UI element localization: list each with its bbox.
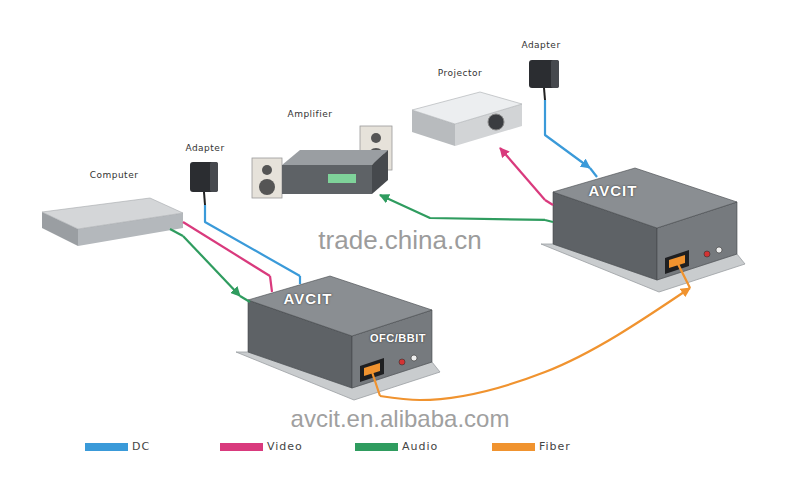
- amplifier-front: [282, 165, 372, 194]
- cable-end: [170, 229, 183, 236]
- device-label: Computer: [90, 170, 139, 181]
- device-label: Adapter: [521, 40, 560, 51]
- adapter-cord: [544, 88, 545, 100]
- legend-swatch: [85, 443, 128, 451]
- dc-line: [205, 205, 300, 276]
- adapter-body: [190, 162, 218, 192]
- legend-text: Fiber: [539, 440, 571, 453]
- video-line: [183, 222, 270, 276]
- speaker-cone: [262, 165, 272, 175]
- legend-swatch: [220, 443, 263, 451]
- adapter-side: [551, 60, 559, 88]
- speaker: [252, 158, 282, 198]
- text-slot: Amplifier: [287, 109, 332, 120]
- extender-device: [541, 168, 745, 292]
- projector-top: [412, 92, 522, 124]
- speaker-cone: [259, 179, 275, 195]
- legend-item: Fiber: [492, 440, 571, 453]
- amplifier-side: [372, 150, 388, 194]
- computer-figure: [42, 198, 183, 246]
- audio-line: [183, 236, 240, 296]
- fiber-line: [380, 288, 690, 400]
- dc-line: [545, 100, 590, 168]
- cable-end: [240, 296, 250, 302]
- legend-swatch: [492, 443, 535, 451]
- text-slot: AVCIT: [589, 182, 638, 200]
- text-slot: OFC/BBIT: [370, 332, 426, 345]
- amplifier-figure: [252, 126, 392, 198]
- adapter-cord: [204, 192, 205, 205]
- cable-end: [372, 372, 380, 396]
- adapter-body: [529, 60, 559, 88]
- device-marking: AVCIT: [284, 290, 333, 308]
- text-slot: AVCIT: [284, 290, 333, 308]
- extender-device: [236, 276, 440, 400]
- cable-end: [590, 168, 597, 177]
- watermark: avcit.en.alibaba.com: [291, 406, 510, 432]
- text-slot: avcit.en.alibaba.com: [291, 406, 510, 432]
- legend-text: DC: [132, 440, 150, 453]
- adapter-figure: [190, 162, 218, 205]
- legend-text: Audio: [402, 440, 438, 453]
- device-marking: AVCIT: [589, 182, 638, 200]
- legend-item: DC: [85, 440, 150, 453]
- device-label: Amplifier: [287, 109, 332, 120]
- computer-top: [42, 198, 183, 229]
- speaker-cone: [371, 133, 381, 143]
- projector-figure: [412, 92, 522, 146]
- legend-swatch: [355, 443, 398, 451]
- adapter: Adapter: [188, 160, 222, 205]
- audio-line: [380, 195, 545, 220]
- device-marking: OFC/BBIT: [370, 332, 426, 345]
- video-line: [500, 148, 545, 200]
- cable-end: [677, 262, 690, 288]
- text-slot: Adapter: [521, 40, 560, 51]
- text-slot: Projector: [438, 68, 483, 79]
- cable-end: [545, 200, 553, 205]
- computer: Computer: [42, 198, 183, 246]
- text-slot: trade.china.cn: [318, 226, 481, 255]
- projector: Projector: [410, 90, 522, 148]
- legend-text: Video: [267, 440, 303, 453]
- projector-lens: [488, 114, 504, 130]
- watermark: trade.china.cn: [318, 226, 481, 255]
- adapter-side: [210, 162, 218, 192]
- cable-end: [270, 276, 272, 292]
- amplifier-display: [328, 174, 356, 183]
- extender-receiver: AVCIT: [545, 168, 737, 288]
- adapter-figure: [529, 60, 559, 100]
- cable-end: [299, 276, 301, 284]
- extender-transmitter: AVCIT OFC/BBIT: [240, 276, 432, 396]
- legend-item: Video: [220, 440, 303, 453]
- text-slot: Computer: [90, 170, 139, 181]
- amplifier-top: [282, 150, 388, 165]
- adapter: Adapter: [527, 58, 563, 100]
- amplifier: Amplifier: [250, 125, 397, 195]
- device-label: Projector: [438, 68, 483, 79]
- text-slot: Adapter: [185, 143, 224, 154]
- cable-end: [545, 220, 553, 222]
- device-label: Adapter: [185, 143, 224, 154]
- legend-item: Audio: [355, 440, 438, 453]
